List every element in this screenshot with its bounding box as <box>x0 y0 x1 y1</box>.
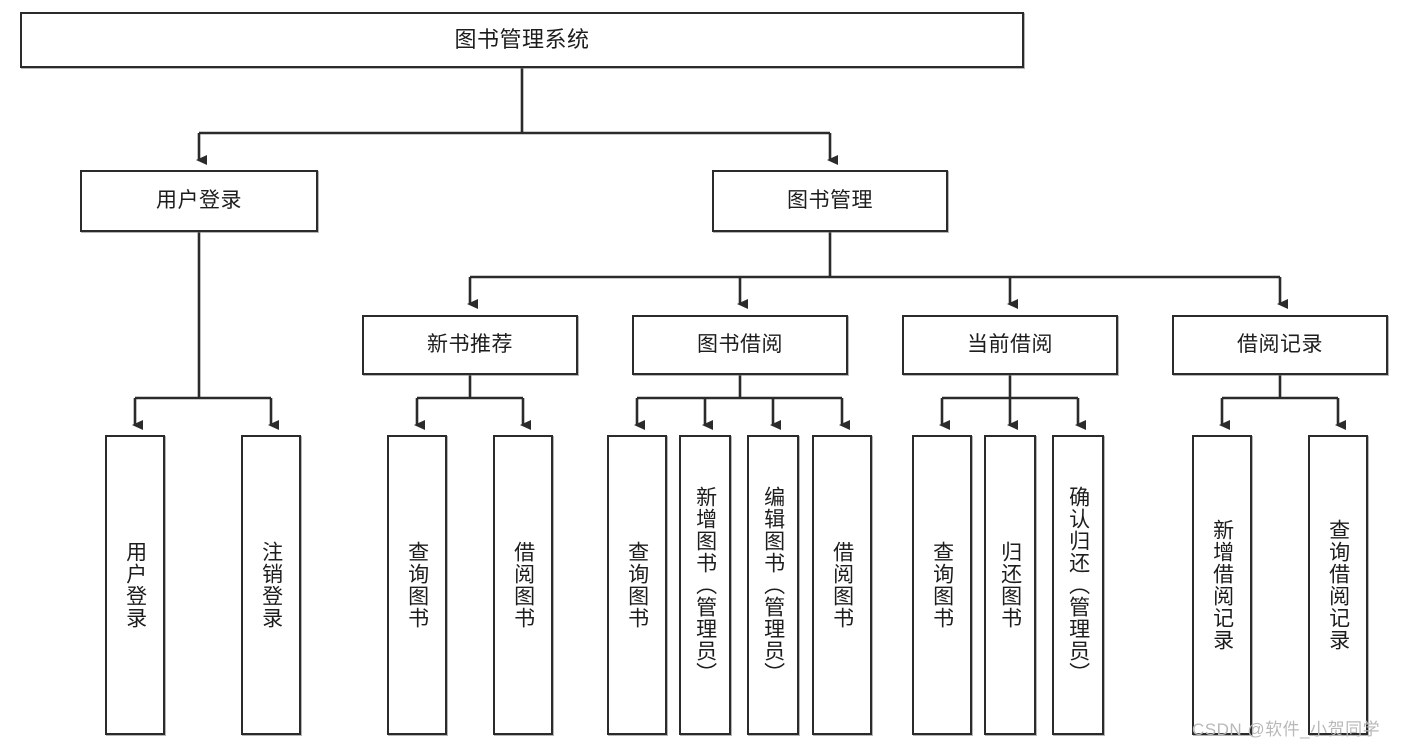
leaf-logout-label: 注销登录 <box>259 541 283 629</box>
node-book-borrow[interactable]: 图书借阅 <box>632 315 848 375</box>
node-new-book-recommend-label: 新书推荐 <box>427 333 513 357</box>
node-user-login-label: 用户登录 <box>156 189 242 213</box>
leaf-edit-book-admin[interactable]: 编辑图书（管理员） <box>747 435 799 735</box>
node-book-manage[interactable]: 图书管理 <box>712 170 948 232</box>
node-book-borrow-label: 图书借阅 <box>697 333 783 357</box>
leaf-query-book-borrow[interactable]: 查询图书 <box>607 435 667 735</box>
node-borrow-record[interactable]: 借阅记录 <box>1172 315 1388 375</box>
leaf-user-login-label: 用户登录 <box>123 541 147 629</box>
leaf-borrow-book-borrow-label: 借阅图书 <box>830 541 854 629</box>
leaf-user-login[interactable]: 用户登录 <box>105 435 165 735</box>
leaf-query-book-current[interactable]: 查询图书 <box>912 435 972 735</box>
node-current-borrow-label: 当前借阅 <box>967 333 1053 357</box>
leaf-borrow-book-recommend-label: 借阅图书 <box>511 541 535 629</box>
leaf-confirm-return-admin[interactable]: 确认归还（管理员） <box>1052 435 1104 735</box>
leaf-return-book[interactable]: 归还图书 <box>984 435 1036 735</box>
leaf-add-book-admin[interactable]: 新增图书（管理员） <box>679 435 731 735</box>
leaf-borrow-book-borrow[interactable]: 借阅图书 <box>812 435 872 735</box>
leaf-add-book-admin-label: 新增图书（管理员） <box>693 486 717 684</box>
leaf-logout[interactable]: 注销登录 <box>241 435 301 735</box>
leaf-query-book-current-label: 查询图书 <box>930 541 954 629</box>
leaf-add-borrow-record[interactable]: 新增借阅记录 <box>1192 435 1252 735</box>
leaf-add-borrow-record-label: 新增借阅记录 <box>1210 519 1234 651</box>
leaf-query-borrow-record-label: 查询借阅记录 <box>1326 519 1350 651</box>
leaf-confirm-return-admin-label: 确认归还（管理员） <box>1066 486 1090 684</box>
node-root[interactable]: 图书管理系统 <box>20 12 1024 68</box>
leaf-edit-book-admin-label: 编辑图书（管理员） <box>761 486 785 684</box>
node-root-label: 图书管理系统 <box>454 26 590 52</box>
node-borrow-record-label: 借阅记录 <box>1237 333 1323 357</box>
csdn-watermark: CSDN @软件_小贺同学 <box>1192 720 1381 739</box>
node-new-book-recommend[interactable]: 新书推荐 <box>362 315 578 375</box>
node-book-manage-label: 图书管理 <box>787 189 873 213</box>
leaf-return-book-label: 归还图书 <box>998 541 1022 629</box>
node-user-login[interactable]: 用户登录 <box>80 170 318 232</box>
leaf-query-book-borrow-label: 查询图书 <box>625 541 649 629</box>
leaf-borrow-book-recommend[interactable]: 借阅图书 <box>493 435 553 735</box>
leaf-query-borrow-record[interactable]: 查询借阅记录 <box>1308 435 1368 735</box>
leaf-query-book-recommend-label: 查询图书 <box>405 541 429 629</box>
leaf-query-book-recommend[interactable]: 查询图书 <box>387 435 447 735</box>
node-current-borrow[interactable]: 当前借阅 <box>902 315 1118 375</box>
